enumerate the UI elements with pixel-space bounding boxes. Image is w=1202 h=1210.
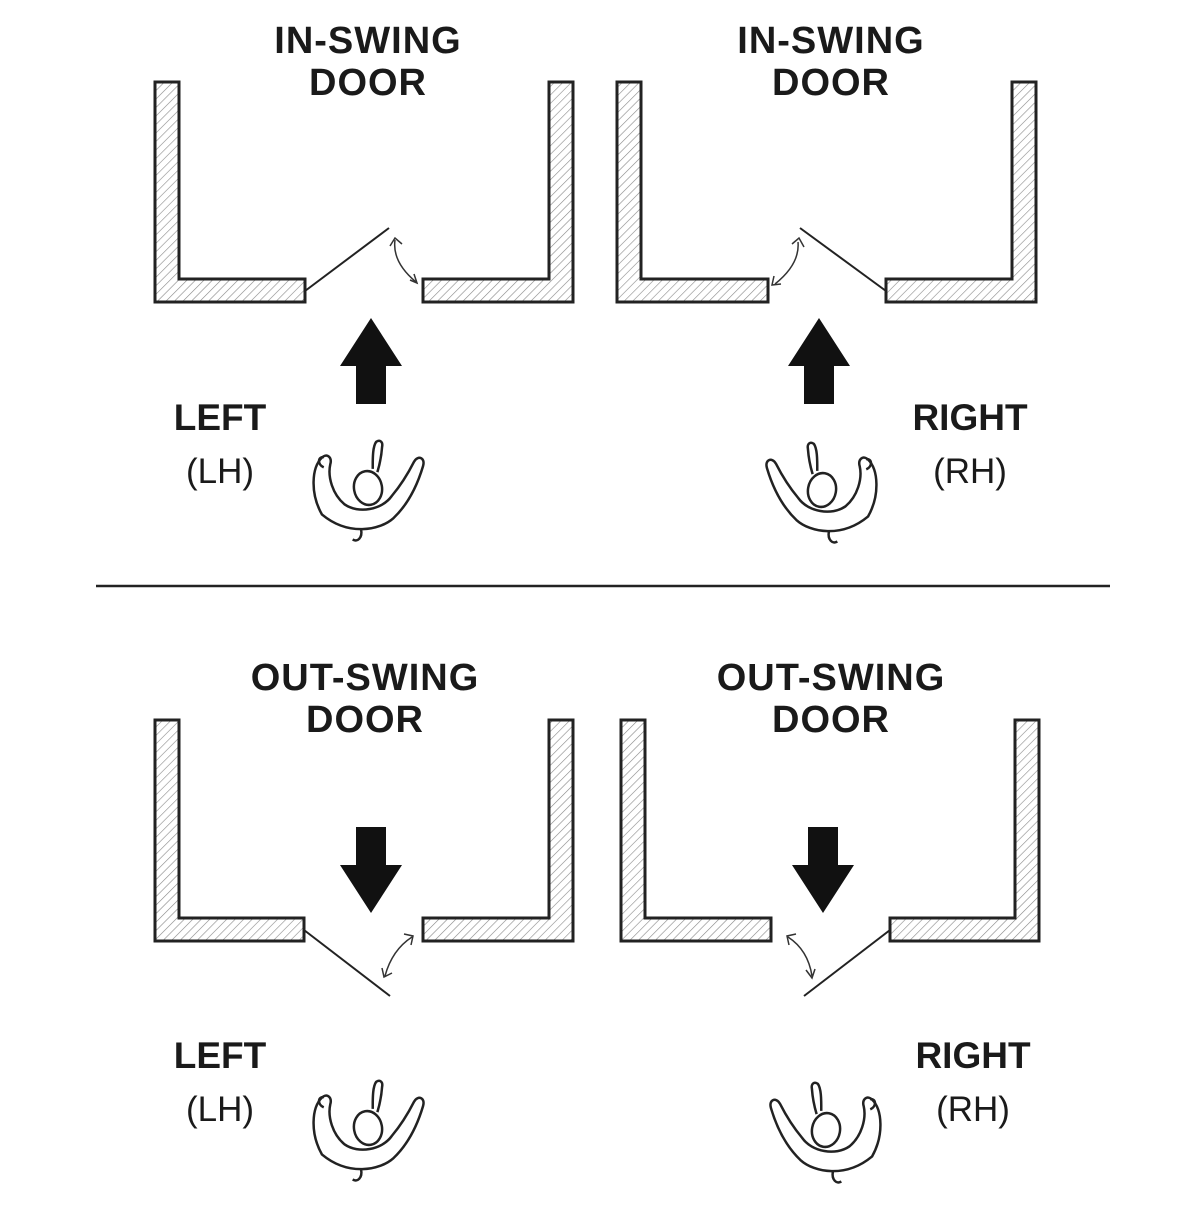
wall-right <box>421 80 575 304</box>
door-leaf <box>303 929 391 997</box>
wall-left <box>619 718 773 943</box>
title-line-1: OUT-SWING <box>250 657 480 699</box>
wall-left <box>153 718 306 943</box>
wall-right <box>884 80 1038 304</box>
wall-left <box>153 80 307 304</box>
handing-code: (LH) <box>185 1090 255 1129</box>
panel-inswing-right <box>615 80 1038 550</box>
handing-code: (RH) <box>936 1090 1010 1129</box>
panel-title: IN-SWING DOOR <box>208 20 528 104</box>
handing-code: (RH) <box>933 452 1007 491</box>
handing-label: LEFT <box>173 397 267 438</box>
handing-label: RIGHT <box>912 397 1028 438</box>
door-leaf <box>304 227 390 292</box>
swing-arc-icon <box>787 936 813 977</box>
title-line-1: OUT-SWING <box>716 657 946 699</box>
title-line-2: DOOR <box>772 699 890 741</box>
handing-code: (LH) <box>185 452 255 491</box>
handing-label: LEFT <box>173 1035 267 1076</box>
arrow-up-icon <box>788 318 850 404</box>
swing-arc-icon <box>384 936 413 977</box>
person-icon <box>306 432 437 548</box>
swing-arc-icon <box>774 241 799 285</box>
title-line-2: DOOR <box>309 62 427 104</box>
panel-title: OUT-SWING DOOR <box>205 657 525 741</box>
wall-left <box>615 80 770 304</box>
title-line-2: DOOR <box>772 62 890 104</box>
panel-outswing-left <box>153 718 575 1188</box>
panel-title: IN-SWING DOOR <box>671 20 991 104</box>
panel-inswing-left <box>153 80 575 548</box>
swing-arc-icon <box>393 239 417 283</box>
handing-label: RIGHT <box>915 1035 1031 1076</box>
title-line-1: IN-SWING <box>737 20 925 62</box>
wall-right <box>421 718 575 943</box>
arrow-down-icon <box>792 827 854 913</box>
person-icon <box>753 434 884 550</box>
title-line-2: DOOR <box>306 699 424 741</box>
wall-right <box>888 718 1041 943</box>
arrow-up-icon <box>340 318 402 404</box>
title-line-1: IN-SWING <box>274 20 462 62</box>
person-icon <box>757 1074 888 1190</box>
door-leaf <box>803 929 891 997</box>
panel-title: OUT-SWING DOOR <box>671 657 991 741</box>
arrow-down-icon <box>340 827 402 913</box>
door-leaf <box>799 227 887 292</box>
panel-outswing-right <box>619 718 1041 1190</box>
person-icon <box>306 1072 437 1188</box>
